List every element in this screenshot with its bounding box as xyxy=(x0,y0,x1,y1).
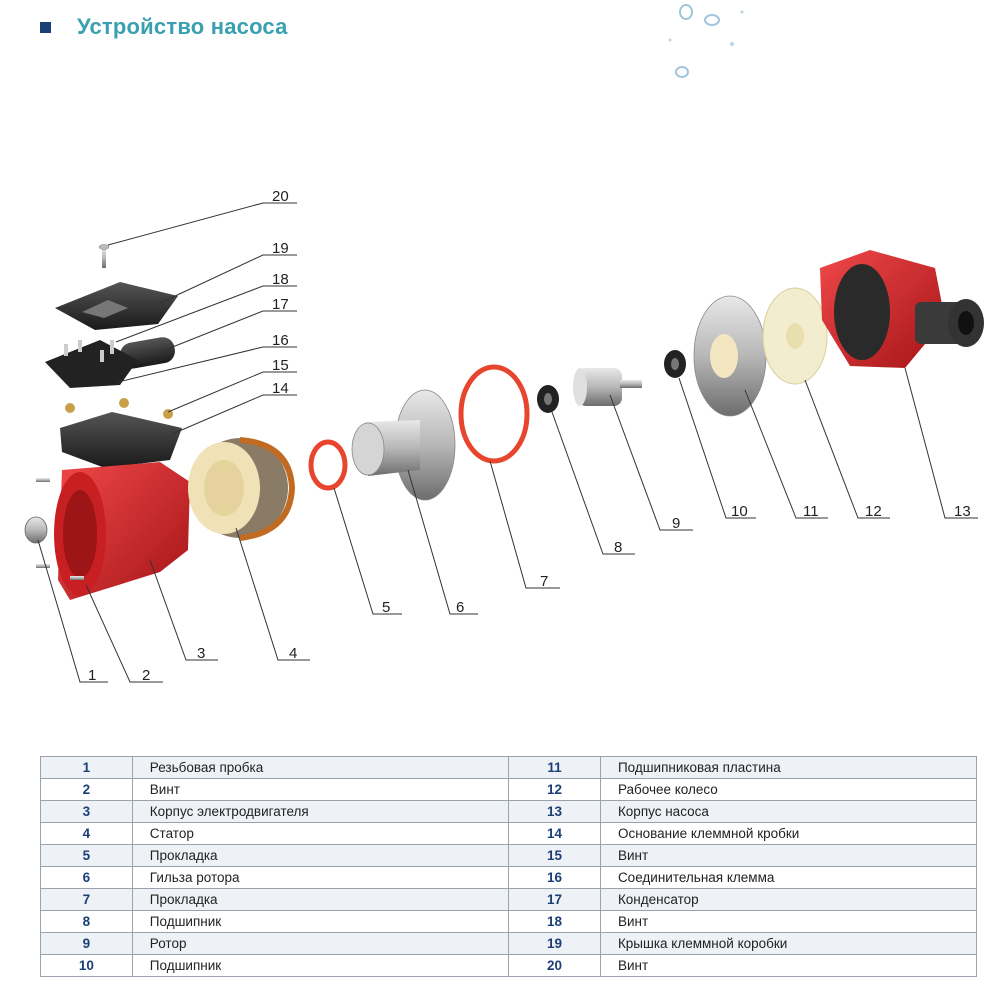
part-number: 9 xyxy=(40,932,133,955)
part-number: 13 xyxy=(508,800,601,823)
parts-legend-table: 1 Резьбовая пробка 11 Подшипниковая плас… xyxy=(40,756,978,977)
part-name: Соединительная клемма xyxy=(599,866,978,889)
part-name: Винт xyxy=(131,778,510,801)
part-number: 18 xyxy=(508,910,601,933)
part-number: 15 xyxy=(508,844,601,867)
callout-15: 15 xyxy=(272,357,289,374)
part-name: Корпус электродвигателя xyxy=(131,800,510,823)
part-number: 3 xyxy=(40,800,133,823)
callout-20: 20 xyxy=(272,188,289,205)
part-name: Прокладка xyxy=(131,888,510,911)
callout-13: 13 xyxy=(954,503,971,520)
part-20-screw xyxy=(98,244,110,268)
part-name: Прокладка xyxy=(131,844,510,867)
part-number: 8 xyxy=(40,910,133,933)
part-name: Крышка клеммной коробки xyxy=(599,932,978,955)
part-name: Подшипниковая пластина xyxy=(599,756,978,779)
callout-19: 19 xyxy=(272,240,289,257)
part-name: Винт xyxy=(599,954,978,977)
page-title: Устройство насоса xyxy=(77,14,288,39)
part-number: 6 xyxy=(40,866,133,889)
callout-1: 1 xyxy=(88,667,96,684)
callout-2: 2 xyxy=(142,667,150,684)
part-2-screws xyxy=(36,478,84,580)
callout-7: 7 xyxy=(540,573,548,590)
callout-labels: 1 2 3 4 5 6 7 8 9 10 11 12 13 14 15 16 1… xyxy=(88,188,971,684)
callout-6: 6 xyxy=(456,599,464,616)
part-number: 20 xyxy=(508,954,601,977)
part-14-terminal-box-base xyxy=(60,412,182,468)
part-number: 14 xyxy=(508,822,601,845)
part-number: 7 xyxy=(40,888,133,911)
part-name: Резьбовая пробка xyxy=(131,756,510,779)
water-drops-decoration xyxy=(668,4,744,78)
part-19-terminal-box-cover xyxy=(55,282,178,330)
callout-10: 10 xyxy=(731,503,748,520)
part-9-rotor xyxy=(573,368,642,406)
part-number: 11 xyxy=(508,756,601,779)
table-row: 10 Подшипник 20 Винт xyxy=(40,954,978,977)
table-row: 4 Статор 14 Основание клеммной кробки xyxy=(40,822,978,845)
part-1-threaded-plug xyxy=(24,516,48,544)
part-number: 16 xyxy=(508,866,601,889)
part-number: 19 xyxy=(508,932,601,955)
part-4-stator xyxy=(188,437,296,541)
part-name: Рабочее колесо xyxy=(599,778,978,801)
part-11-bearing-plate xyxy=(693,295,767,417)
table-row: 7 Прокладка 17 Конденсатор xyxy=(40,888,978,911)
table-row: 9 Ротор 19 Крышка клеммной коробки xyxy=(40,932,978,955)
part-number: 12 xyxy=(508,778,601,801)
callout-11: 11 xyxy=(803,503,819,520)
part-15-screws xyxy=(65,398,173,419)
part-16-terminal-block xyxy=(45,340,138,388)
title-marker xyxy=(40,21,51,33)
part-number: 5 xyxy=(40,844,133,867)
part-number: 2 xyxy=(40,778,133,801)
part-7-gasket xyxy=(458,364,530,464)
part-6-rotor-sleeve xyxy=(351,389,456,501)
callout-leaders xyxy=(37,202,978,683)
callout-14: 14 xyxy=(272,380,289,397)
table-row: 3 Корпус электродвигателя 13 Корпус насо… xyxy=(40,800,978,823)
callout-12: 12 xyxy=(865,503,882,520)
table-row: 5 Прокладка 15 Винт xyxy=(40,844,978,867)
callout-4: 4 xyxy=(289,645,297,662)
part-name: Ротор xyxy=(131,932,510,955)
callout-5: 5 xyxy=(382,599,390,616)
part-8-bearing xyxy=(537,385,559,413)
table-row: 8 Подшипник 18 Винт xyxy=(40,910,978,933)
callout-16: 16 xyxy=(272,332,289,349)
part-name: Гильза ротора xyxy=(131,866,510,889)
part-name: Подшипник xyxy=(131,954,510,977)
callout-3: 3 xyxy=(197,645,205,662)
part-13-pump-housing xyxy=(820,250,984,368)
part-5-gasket xyxy=(308,439,348,491)
pump-exploded-view: 1 2 3 4 5 6 7 8 9 10 11 12 13 14 15 16 1… xyxy=(24,188,984,684)
callout-8: 8 xyxy=(614,539,622,556)
part-3-motor-housing xyxy=(54,462,190,600)
part-number: 1 xyxy=(40,756,133,779)
table-row: 1 Резьбовая пробка 11 Подшипниковая плас… xyxy=(40,756,978,779)
callout-18: 18 xyxy=(272,271,289,288)
part-name: Статор xyxy=(131,822,510,845)
part-10-bearing xyxy=(664,350,686,378)
part-name: Винт xyxy=(599,844,978,867)
part-name: Конденсатор xyxy=(599,888,978,911)
part-number: 4 xyxy=(40,822,133,845)
part-name: Винт xyxy=(599,910,978,933)
part-12-impeller xyxy=(762,287,828,385)
part-name: Основание клеммной кробки xyxy=(599,822,978,845)
title-bar: Устройство насоса xyxy=(40,12,288,42)
table-row: 6 Гильза ротора 16 Соединительная клемма xyxy=(40,866,978,889)
table-row: 2 Винт 12 Рабочее колесо xyxy=(40,778,978,801)
part-name: Подшипник xyxy=(131,910,510,933)
part-number: 17 xyxy=(508,888,601,911)
part-name: Корпус насоса xyxy=(599,800,978,823)
part-number: 10 xyxy=(40,954,133,977)
callout-9: 9 xyxy=(672,515,680,532)
callout-17: 17 xyxy=(272,296,289,313)
